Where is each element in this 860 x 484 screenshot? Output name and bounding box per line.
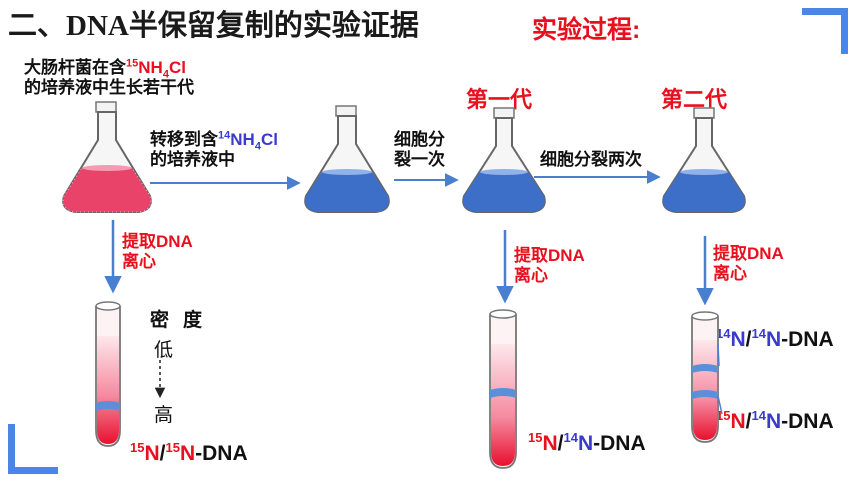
- n-d: N: [577, 432, 594, 455]
- extract-3-line1: 提取DNA: [713, 244, 784, 263]
- extract-2-line1: 提取DNA: [514, 246, 585, 265]
- transfer-label-text: 转移到含: [150, 130, 218, 149]
- extract-1-line2: 离心: [122, 252, 156, 271]
- start-label-sub: 4: [162, 68, 169, 81]
- density-low: 低: [154, 340, 174, 361]
- start-label: 大肠杆菌在含15NH4Cl 的培养液中生长若干代: [24, 58, 194, 98]
- suffix-a: -DNA: [195, 442, 248, 465]
- title-prefix: 二、: [8, 10, 67, 42]
- slash-c: /: [745, 328, 752, 351]
- transfer-label-cl: Cl: [260, 130, 278, 149]
- density-high: 高: [154, 405, 174, 426]
- start-label-isotope: 15: [126, 57, 139, 70]
- iso-e: 14: [716, 326, 731, 341]
- extract-2-line2: 离心: [514, 266, 548, 285]
- dna-label-15-15: 15N/15N-DNA: [130, 440, 248, 466]
- iso-f: 14: [751, 326, 766, 341]
- extract-label-3: 提取DNA 离心: [713, 244, 784, 284]
- divide-once-label: 细胞分 裂一次: [394, 130, 445, 170]
- process-label: 实验过程:: [532, 16, 641, 44]
- pointer-15n-14n: [717, 395, 723, 415]
- flask-15n: [62, 101, 152, 213]
- extract-1-line1: 提取DNA: [122, 232, 193, 251]
- transfer-label-sub: 4: [254, 140, 261, 153]
- flask-gen1: [462, 107, 546, 213]
- transfer-label-line2: 的培养液中: [150, 150, 235, 169]
- title-dna: DNA: [66, 10, 129, 42]
- iso-d: 14: [563, 430, 578, 445]
- slash-a: /: [159, 442, 166, 465]
- band-15n-14n-gen2: [692, 390, 718, 399]
- divide-once-line2: 裂一次: [394, 150, 445, 169]
- transfer-label-isotope: 14: [218, 129, 231, 142]
- n-c: N: [542, 432, 558, 455]
- start-label-line2: 的培养液中生长若干代: [24, 78, 194, 97]
- n-a: N: [144, 442, 160, 465]
- extract-3-line2: 离心: [713, 264, 747, 283]
- divide-once-line1: 细胞分: [394, 130, 445, 149]
- n-g: N: [730, 410, 746, 433]
- n-f: N: [765, 328, 782, 351]
- n-b: N: [179, 442, 196, 465]
- iso-b: 15: [165, 440, 180, 455]
- transfer-label: 转移到含14NH4Cl 的培养液中: [150, 130, 278, 170]
- band-15n-14n: [490, 388, 516, 398]
- n-e: N: [730, 328, 746, 351]
- corner-bracket-bottom-left: [8, 424, 58, 474]
- start-label-cl: Cl: [168, 58, 186, 77]
- start-label-nh: NH: [138, 58, 163, 77]
- dna-label-14-14: 14N/14N-DNA: [716, 326, 834, 352]
- slash-d: /: [745, 410, 752, 433]
- tube-gen2: [691, 311, 719, 443]
- tube-15n: [95, 301, 121, 447]
- iso-h: 14: [751, 408, 766, 423]
- iso-g: 15: [716, 408, 731, 423]
- extract-label-2: 提取DNA 离心: [514, 246, 585, 286]
- corner-bracket-top-right: [802, 8, 848, 54]
- band-14n-14n: [692, 364, 718, 373]
- slash-b: /: [557, 432, 564, 455]
- iso-c: 15: [528, 430, 543, 445]
- divide-twice-label: 细胞分裂两次: [540, 150, 642, 169]
- band-15n-15n: [96, 401, 120, 411]
- flask-14n: [304, 105, 390, 213]
- flask-gen2: [662, 107, 746, 213]
- transfer-label-nh: NH: [230, 130, 255, 149]
- title-suffix: 半保留复制的实验证据: [128, 10, 419, 42]
- dna-label-15-14: 15N/14N-DNA: [528, 430, 646, 456]
- suffix-b: -DNA: [593, 432, 646, 455]
- suffix-c: -DNA: [781, 328, 834, 351]
- tube-gen1: [489, 309, 517, 469]
- start-label-text: 大肠杆菌在含: [24, 58, 126, 77]
- extract-label-1: 提取DNA 离心: [122, 232, 193, 272]
- pointer-14n-14n: [717, 343, 720, 367]
- suffix-d: -DNA: [781, 410, 834, 433]
- iso-a: 15: [130, 440, 145, 455]
- density-title: 密度: [150, 310, 217, 331]
- dna-label-15-14-gen2: 15N/14N-DNA: [716, 408, 834, 434]
- n-h: N: [765, 410, 782, 433]
- page-title: 二、DNA半保留复制的实验证据: [8, 2, 419, 44]
